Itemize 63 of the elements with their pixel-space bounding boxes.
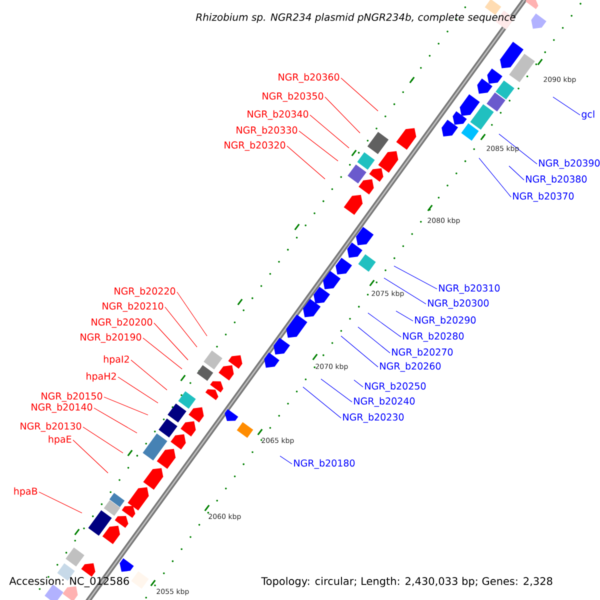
leader-line — [340, 78, 378, 112]
gene-label: NGR_b20230 — [343, 413, 404, 423]
gene-label: NGR_b20290 — [415, 316, 476, 326]
gene-label: NGR_b20360 — [278, 73, 340, 83]
leader-line — [368, 312, 402, 338]
gene-label: hpaB — [14, 487, 38, 497]
gene-label: NGR_b20250 — [365, 382, 426, 392]
leader-line — [302, 386, 342, 418]
leader-line — [142, 338, 182, 370]
leader-line — [72, 440, 108, 474]
gene-label: NGR_b20180 — [294, 459, 355, 469]
gene-label: NGR_b20220 — [114, 287, 176, 297]
title: Rhizobium sp. NGR234 plasmid pNGR234b, complete sequence — [196, 13, 516, 23]
leader-line — [104, 396, 148, 416]
gene-label: NGR_b20330 — [236, 126, 298, 136]
gene-label: NGR_b20140 — [32, 403, 92, 413]
topology-text: Topology: circular; Length: 2,430,033 bp; Genes: 2,328 — [261, 576, 552, 588]
accession-text: Accession: NC_012586 — [9, 576, 129, 588]
gene-label: NGR_b20380 — [526, 175, 587, 185]
leader-line — [358, 326, 390, 354]
leader-line — [340, 336, 378, 368]
leader-line — [130, 360, 168, 390]
leader-line — [176, 292, 208, 336]
leader-line — [552, 96, 580, 116]
leader-line — [478, 158, 512, 198]
gene-label: NGR_b20300 — [428, 299, 489, 309]
gene-label: hpaE — [48, 435, 72, 445]
leader-line — [94, 408, 138, 434]
gene-label: gcl — [582, 110, 594, 120]
gene-label: NGR_b20200 — [92, 318, 152, 328]
leader-line — [310, 114, 350, 148]
leader-line — [354, 380, 364, 388]
gene-label: NGR_b20210 — [102, 302, 164, 312]
gene-label: NGR_b20280 — [403, 332, 464, 342]
leader-line — [396, 310, 414, 322]
gene-label: NGR_b20240 — [354, 397, 415, 407]
gene-label: NGR_b20150 — [42, 392, 102, 402]
leader-line — [320, 378, 352, 402]
gene-label: NGR_b20130 — [20, 422, 82, 432]
leader-line — [498, 134, 538, 164]
leader-line — [508, 166, 524, 180]
leader-line — [164, 306, 198, 348]
leader-line — [394, 266, 438, 290]
gene-label: NGR_b20350 — [262, 92, 324, 102]
gene-label: NGR_b20370 — [513, 192, 574, 202]
gene-label: NGR_b20390 — [539, 159, 600, 169]
leader-line — [154, 322, 188, 360]
leader-line — [82, 426, 124, 454]
gene-label: NGR_b20320 — [224, 141, 286, 151]
leader-line — [280, 456, 292, 464]
gene-label: NGR_b20340 — [248, 110, 308, 120]
gene-label: NGR_b20310 — [439, 284, 500, 294]
leader-line — [118, 376, 158, 404]
leader-line — [38, 492, 82, 514]
leader-line — [384, 278, 426, 304]
gene-label: NGR_b20260 — [380, 362, 441, 372]
gene-label: NGR_b20270 — [392, 348, 453, 358]
gene-label: hpaH2 — [86, 372, 116, 382]
leader-line — [324, 96, 360, 134]
leader-line — [298, 130, 338, 162]
leader-line — [286, 146, 326, 180]
gene-label: NGR_b20190 — [80, 333, 142, 343]
gene-label: hpaI2 — [104, 355, 129, 365]
